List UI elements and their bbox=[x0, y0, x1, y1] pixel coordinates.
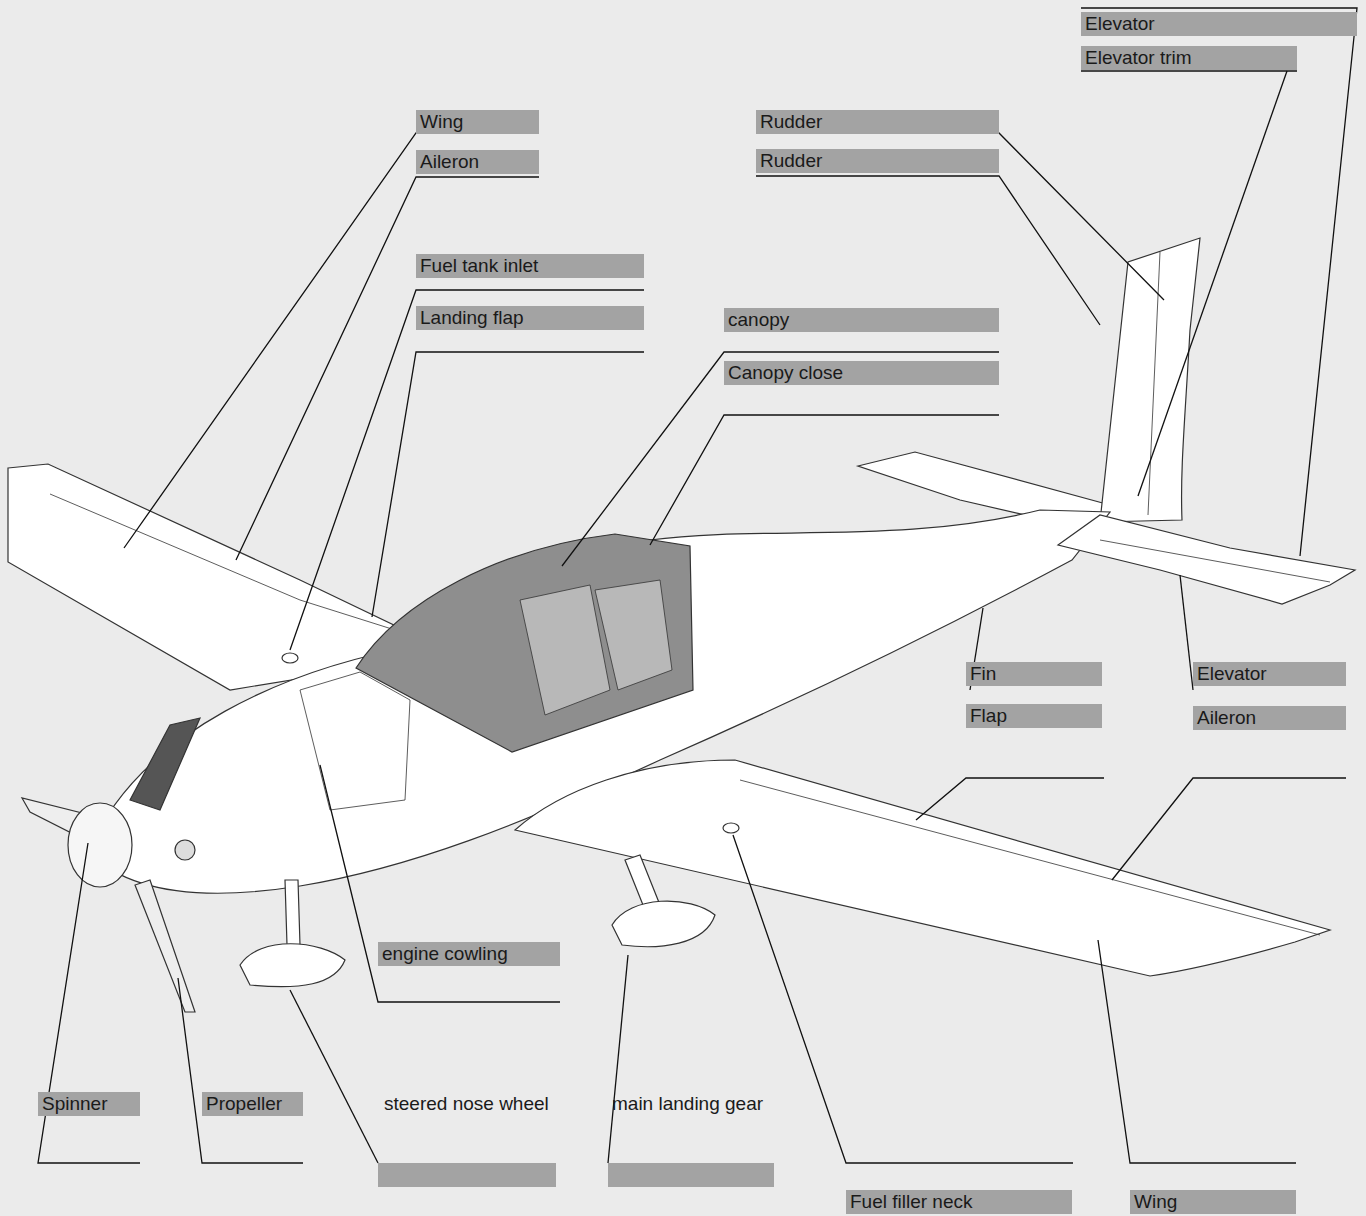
part-label: Spinner bbox=[38, 1092, 140, 1116]
part-label: Rudder bbox=[756, 110, 999, 134]
part-label: Propeller bbox=[202, 1092, 303, 1116]
part-label: Fin bbox=[966, 662, 1102, 686]
part-label: Elevator bbox=[1193, 662, 1346, 686]
empty-label-box bbox=[378, 1163, 556, 1187]
part-label: Elevator bbox=[1081, 12, 1357, 36]
part-label: steered nose wheel bbox=[380, 1092, 553, 1116]
part-label: Landing flap bbox=[416, 306, 644, 330]
part-label: Flap bbox=[966, 704, 1102, 728]
part-label: Canopy close bbox=[724, 361, 999, 385]
part-label: Wing bbox=[1130, 1190, 1296, 1214]
part-label: Wing bbox=[416, 110, 539, 134]
part-label: Aileron bbox=[416, 150, 539, 174]
part-label: Aileron bbox=[1193, 706, 1346, 730]
part-label: Rudder bbox=[756, 149, 999, 173]
part-label: canopy bbox=[724, 308, 999, 332]
part-label: Elevator trim bbox=[1081, 46, 1297, 70]
aircraft bbox=[8, 238, 1355, 1012]
part-label: engine cowling bbox=[378, 942, 560, 966]
part-label: main landing gear bbox=[608, 1092, 767, 1116]
part-label: Fuel filler neck bbox=[846, 1190, 1072, 1214]
part-label: Fuel tank inlet bbox=[416, 254, 644, 278]
leader-lines bbox=[38, 8, 1357, 1163]
empty-label-box bbox=[608, 1163, 774, 1187]
